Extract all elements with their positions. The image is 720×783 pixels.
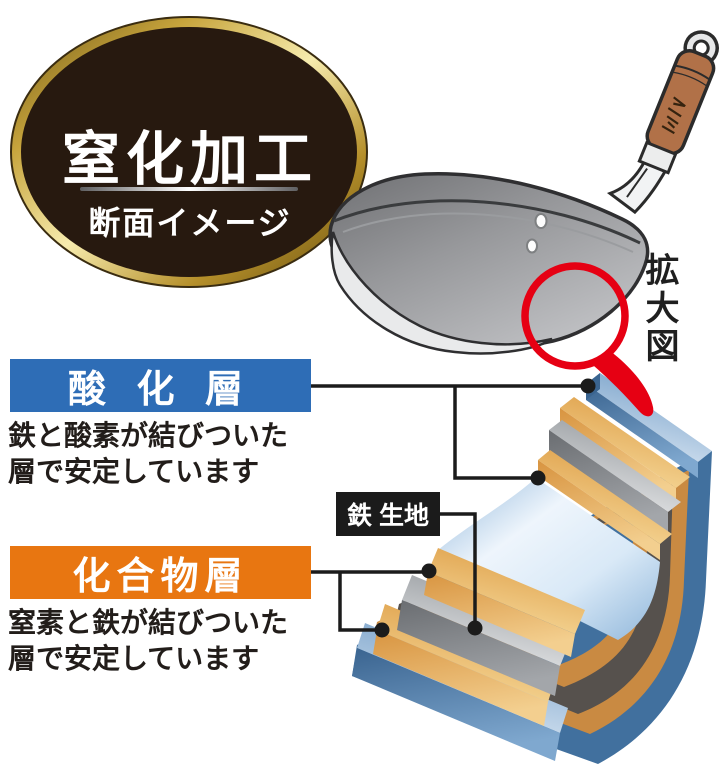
compound-layer-label-text: 化合物層 <box>72 556 249 598</box>
badge-face <box>21 27 357 277</box>
handle-brand-mark <box>661 96 686 135</box>
compound-layer-label: 化合物層 <box>10 546 311 599</box>
oxide-desc-line2: 層で安定しています <box>8 456 260 487</box>
handle-ferrule <box>637 140 678 175</box>
pan-illustration <box>328 30 719 355</box>
oxide-connector-2 <box>453 386 538 480</box>
badge-subtitle: 断面イメージ <box>88 205 292 241</box>
oxide-top-face <box>586 373 712 462</box>
magnifier-label: 拡大図 <box>640 252 678 366</box>
badge-title: 窒化加工 <box>61 125 318 193</box>
compound-top-face <box>560 397 690 488</box>
iron-connector <box>440 512 477 628</box>
compound-desc-line1: 窒素と鉄が結びついた <box>8 607 289 638</box>
compound-connector-2 <box>338 572 382 632</box>
rivet-icon <box>526 238 538 254</box>
title-badge <box>10 16 368 288</box>
rivet-icon <box>534 213 548 229</box>
iron-base-label: 鉄 生地 <box>336 492 440 536</box>
badge-divider <box>80 187 298 191</box>
connector-lines <box>311 384 588 632</box>
connector-dots <box>374 378 596 638</box>
iron-top-face <box>549 420 681 512</box>
bottom-staircase <box>352 548 585 761</box>
pan-handle <box>606 30 719 215</box>
iron-base-label-text: 鉄 生地 <box>347 502 429 530</box>
oxide-layer-label-text: 酸 化 層 <box>67 369 254 411</box>
compound-layer-description: 窒素と鉄が結びついた 層で安定しています <box>8 605 338 677</box>
magnifier-circle-icon <box>521 262 629 370</box>
magnifier-arrow-tail <box>594 351 654 417</box>
compound-desc-line2: 層で安定しています <box>8 643 260 674</box>
oxide-layer-label: 酸 化 層 <box>10 359 311 412</box>
oxide-layer-description: 鉄と酸素が結びついた 層で安定しています <box>8 418 338 490</box>
cross-section-diagram <box>352 373 712 764</box>
handle-neck <box>606 159 669 215</box>
layer-inner-surface <box>438 478 660 640</box>
magnifier-callout <box>521 262 654 417</box>
oxide-desc-line1: 鉄と酸素が結びついた <box>8 420 289 451</box>
top-staircase <box>538 373 712 560</box>
pan-far-rim <box>333 199 641 245</box>
